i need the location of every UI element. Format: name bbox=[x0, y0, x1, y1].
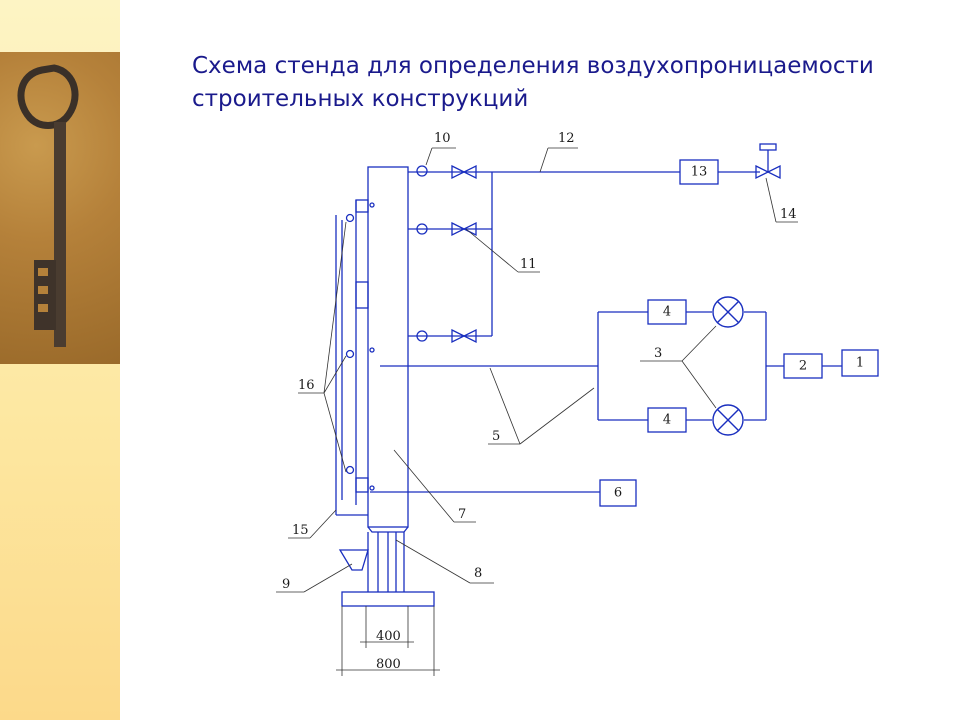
box-label-2: 2 bbox=[799, 359, 807, 374]
title-line-2: строительных конструкций bbox=[192, 86, 529, 112]
box-2 bbox=[783, 353, 823, 379]
callout-12: 12 bbox=[558, 131, 575, 146]
title-line-1: Схема стенда для определения воздухопрон… bbox=[192, 53, 874, 79]
box-6 bbox=[599, 479, 637, 507]
callout-15: 15 bbox=[292, 523, 309, 538]
meter-icon bbox=[712, 296, 744, 436]
box-label-6: 6 bbox=[614, 486, 622, 501]
callout-9: 9 bbox=[282, 577, 290, 592]
box-labels: 13 4 4 2 1 6 bbox=[614, 165, 864, 501]
box-label-13: 13 bbox=[691, 165, 708, 180]
blue-lines bbox=[335, 159, 879, 607]
key-icon bbox=[17, 64, 79, 347]
callout-11: 11 bbox=[520, 257, 537, 272]
callout-8: 8 bbox=[474, 566, 482, 581]
dimension-800: 800 bbox=[376, 657, 401, 672]
callout-5: 5 bbox=[492, 429, 500, 444]
box-label-4-bottom: 4 bbox=[663, 413, 671, 428]
callout-3: 3 bbox=[654, 346, 662, 361]
slide-title: Схема стенда для определения воздухопрон… bbox=[192, 50, 932, 116]
box-4-bottom bbox=[647, 407, 687, 433]
dimension-labels: 400 800 bbox=[376, 629, 401, 672]
dimension-400: 400 bbox=[376, 629, 401, 644]
box-1 bbox=[841, 349, 879, 377]
box-label-1: 1 bbox=[856, 356, 864, 371]
callout-labels: 10 12 11 14 16 15 9 5 7 8 3 bbox=[282, 131, 797, 592]
callout-16: 16 bbox=[298, 378, 315, 393]
box-label-4-top: 4 bbox=[663, 305, 671, 320]
box-13 bbox=[679, 159, 719, 185]
box-4-top bbox=[647, 299, 687, 325]
key-photo bbox=[0, 52, 120, 364]
callout-14: 14 bbox=[780, 207, 797, 222]
leader-lines bbox=[276, 147, 798, 676]
callout-7: 7 bbox=[458, 507, 466, 522]
gauge-icon bbox=[345, 165, 428, 491]
callout-10: 10 bbox=[434, 131, 451, 146]
